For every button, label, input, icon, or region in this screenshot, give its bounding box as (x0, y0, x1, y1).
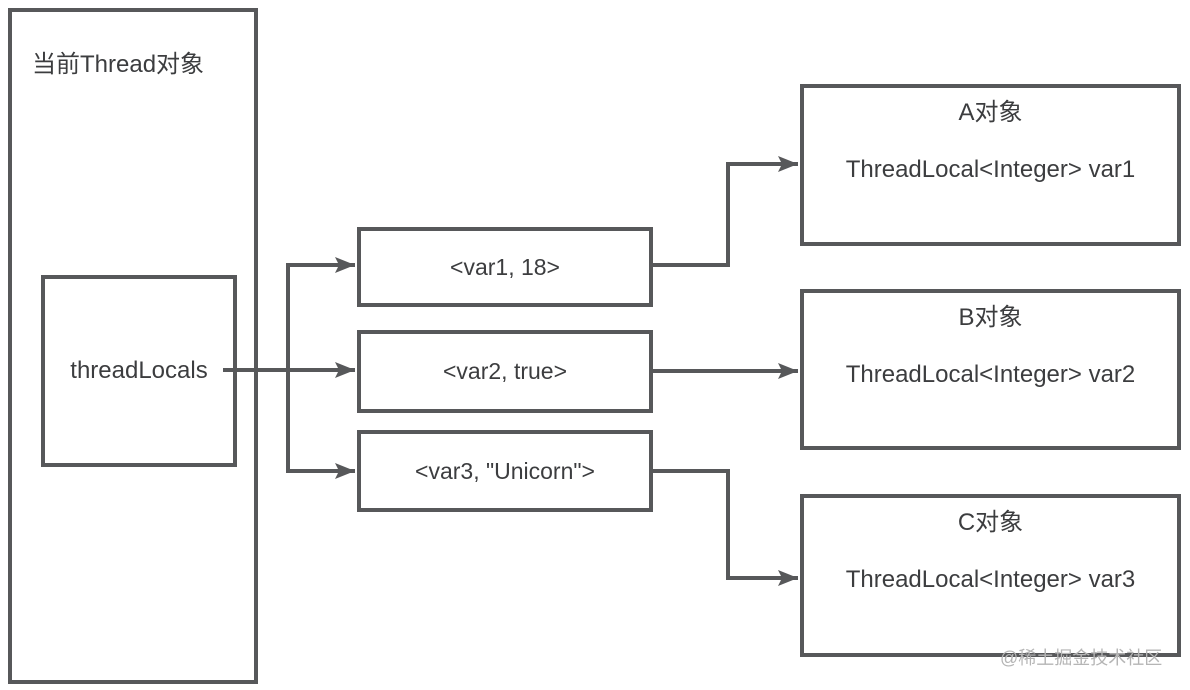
object-a-field: ThreadLocal<Integer> var1 (845, 156, 1136, 183)
object-b-box: B对象 ThreadLocal<Integer> var2 (800, 289, 1181, 450)
entry-box-var1: <var1, 18> (357, 227, 653, 307)
threadlocals-box: threadLocals (41, 275, 237, 467)
object-b-title: B对象 (958, 304, 1023, 331)
watermark: @稀土掘金技术社区 (1000, 648, 1163, 668)
object-c-title: C对象 (957, 509, 1024, 536)
entry-box-var2: <var2, true> (357, 330, 653, 413)
arrow-var3-to-object-c (651, 469, 798, 586)
threadlocals-label: threadLocals (70, 357, 208, 384)
arrow-var1-to-object-a (651, 156, 798, 267)
entry-var2-label: <var2, true> (442, 358, 568, 384)
entry-var3-label: <var3, "Unicorn"> (415, 457, 595, 484)
object-c-field: ThreadLocal<Integer> var3 (845, 566, 1136, 593)
object-b-field: ThreadLocal<Integer> var2 (845, 361, 1136, 388)
object-a-box: A对象 ThreadLocal<Integer> var1 (800, 84, 1181, 246)
current-thread-label: 当前Thread对象 (32, 51, 205, 78)
object-a-title: A对象 (958, 99, 1023, 126)
object-c-box: C对象 ThreadLocal<Integer> var3 (800, 494, 1181, 657)
entry-box-var3: <var3, "Unicorn"> (357, 430, 653, 512)
entry-var1-label: <var1, 18> (450, 253, 560, 280)
